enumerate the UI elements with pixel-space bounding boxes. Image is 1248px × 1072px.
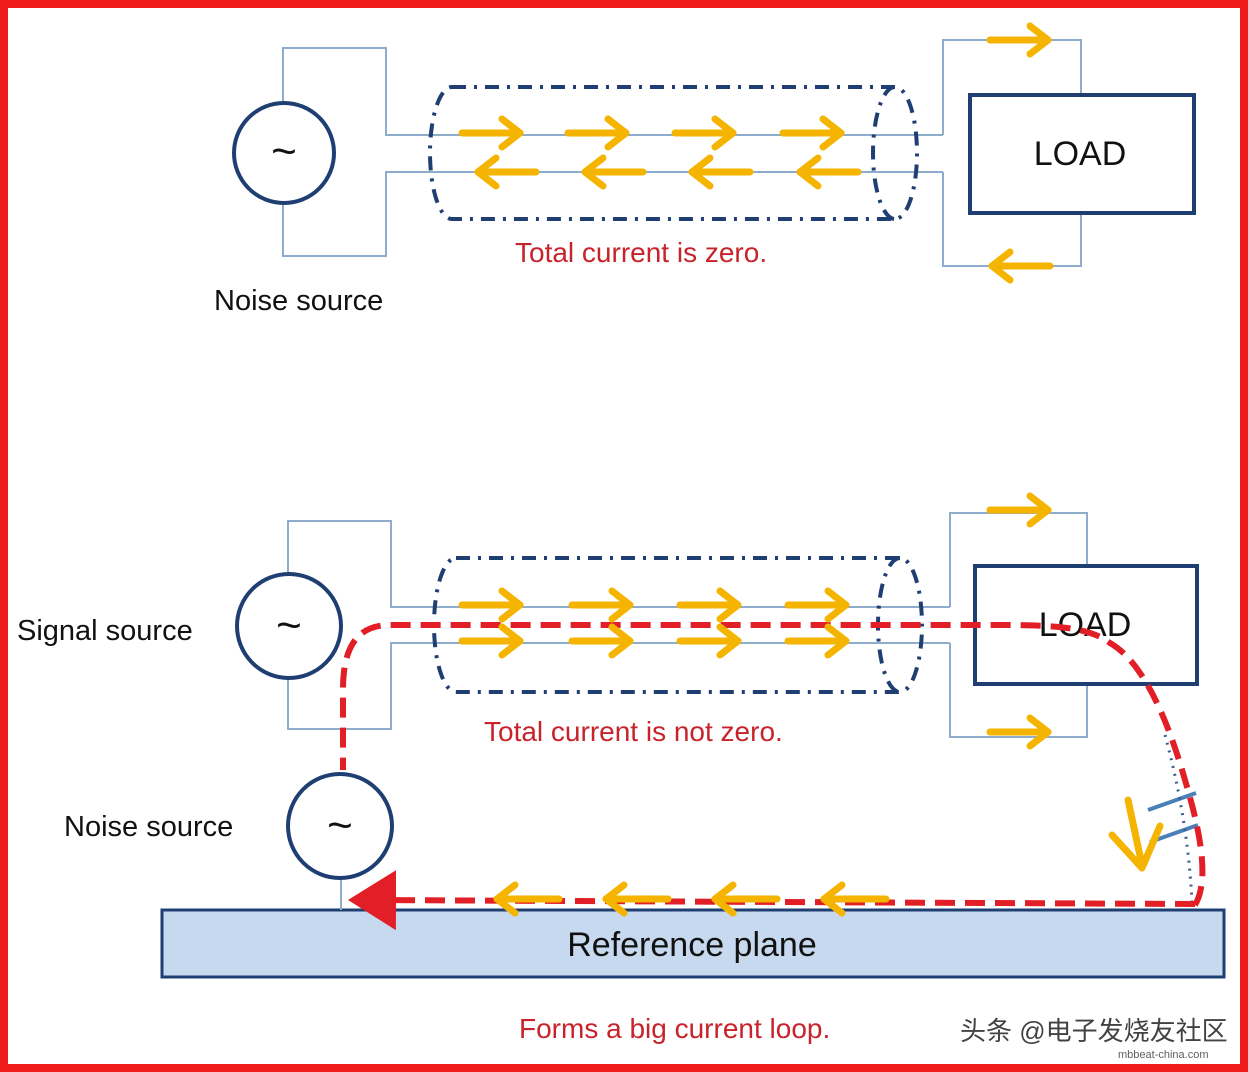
bottom-arrow-lower-1 xyxy=(568,623,634,659)
plane-return-arrow-3 xyxy=(820,881,890,917)
top-arrow-upper-3 xyxy=(779,115,845,151)
top-arrow-lower-1 xyxy=(581,154,647,190)
common-mode-current-loop xyxy=(340,622,1206,907)
top-noise-source-tilde: ~ xyxy=(271,127,297,176)
top-diagram: ~ LOAD Noise source Total current is zer… xyxy=(214,22,1196,317)
top-arrow-lower-2 xyxy=(688,154,754,190)
bottom-arrow-upper-3 xyxy=(784,587,850,623)
top-current-arrows xyxy=(458,22,1054,284)
top-caption: Total current is zero. xyxy=(515,237,767,268)
top-arrow-upper-1 xyxy=(564,115,630,151)
plane-return-arrow-1 xyxy=(602,881,672,917)
signal-source-tilde: ~ xyxy=(276,601,302,650)
bottom-arrow-lower-3 xyxy=(784,623,850,659)
bottom-arrow-load-out xyxy=(986,492,1052,528)
plane-return-arrow-2 xyxy=(711,881,781,917)
stray-current-arrow xyxy=(1108,796,1164,872)
watermark: 头条 @电子发烧友社区 mbbeat-china.com xyxy=(960,1016,1228,1061)
top-arrow-load-return xyxy=(988,248,1054,284)
top-cable-shield-end xyxy=(871,85,896,221)
bottom-source-wire-upper xyxy=(287,520,445,608)
top-arrow-lower-0 xyxy=(474,154,540,190)
bottom-diagram: Reference plane LOAD ~ ~ Signal source xyxy=(17,492,1226,1044)
watermark-text: 头条 @电子发烧友社区 xyxy=(960,1016,1228,1046)
bottom-source-wire-lower xyxy=(287,642,445,730)
top-noise-source-symbol xyxy=(232,101,336,205)
bottom-load-box xyxy=(973,564,1199,686)
top-load-box xyxy=(968,93,1196,215)
bottom-cable-shield xyxy=(432,556,924,694)
top-arrow-lower-3 xyxy=(796,154,862,190)
bottom-arrow-lower-2 xyxy=(676,623,742,659)
bottom-caption: Total current is not zero. xyxy=(484,716,783,747)
top-arrow-load-out xyxy=(986,22,1052,58)
top-source-wire-upper xyxy=(282,47,445,136)
bottom-arrow-load-return-out xyxy=(986,714,1052,750)
bottom-arrow-lower-0 xyxy=(458,623,524,659)
top-arrow-upper-0 xyxy=(458,115,524,151)
noise-source-symbol xyxy=(286,772,394,880)
top-cable-shield xyxy=(428,85,919,221)
bottom-noise-source-label: Noise source xyxy=(64,811,233,843)
watermark-subtext: mbbeat-china.com xyxy=(1118,1049,1209,1061)
bottom-current-arrows xyxy=(458,492,1164,917)
loop-caption: Forms a big current loop. xyxy=(519,1013,830,1044)
top-load-label: LOAD xyxy=(1034,135,1127,173)
top-source-wire-lower xyxy=(282,171,445,257)
reference-plane-label: Reference plane xyxy=(567,926,817,964)
stray-coupling-path xyxy=(1163,734,1194,906)
bottom-arrow-upper-2 xyxy=(676,587,742,623)
top-arrow-upper-2 xyxy=(671,115,737,151)
plane-return-arrow-0 xyxy=(493,881,563,917)
signal-source-symbol xyxy=(235,572,343,680)
reference-plane xyxy=(160,908,1226,979)
signal-source-label: Signal source xyxy=(17,615,193,647)
top-noise-source-label: Noise source xyxy=(214,285,383,317)
noise-source-tilde: ~ xyxy=(327,801,353,850)
bottom-arrow-upper-0 xyxy=(458,587,524,623)
bottom-arrow-upper-1 xyxy=(568,587,634,623)
stray-capacitor-plate-1 xyxy=(1147,791,1197,812)
bottom-load-wire-lower xyxy=(949,643,1088,738)
